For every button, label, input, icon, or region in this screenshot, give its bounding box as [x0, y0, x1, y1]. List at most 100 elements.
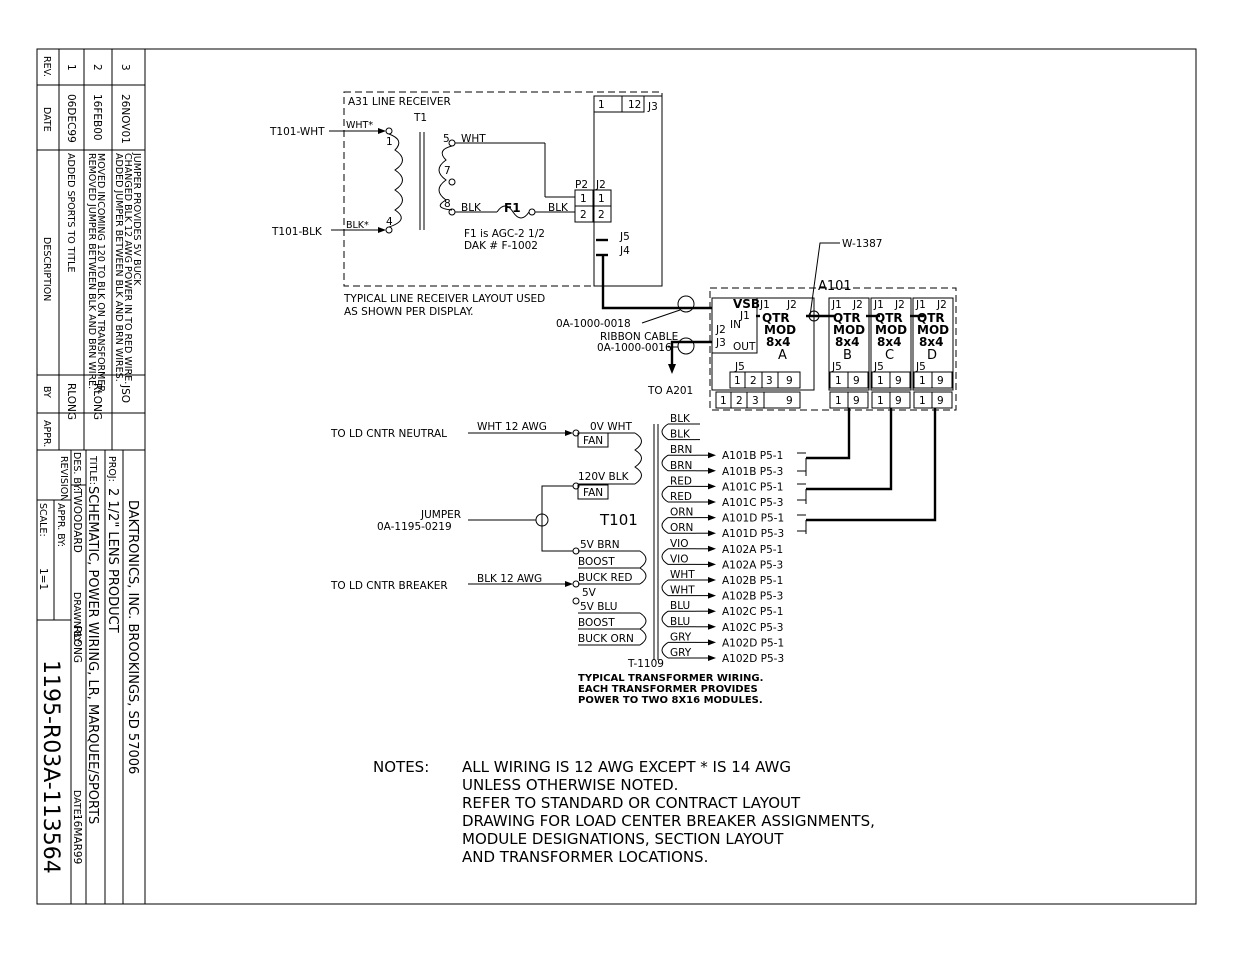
output-arrow [708, 452, 716, 459]
jumper-label: JUMPER [420, 509, 461, 521]
a-j5-pin-1: 1 [734, 375, 741, 387]
module-a-j1: J1 [759, 299, 770, 311]
module-b-size: 8x4 [835, 335, 859, 349]
transformer-note-1: TYPICAL TRANSFORMER WIRING. [578, 673, 763, 684]
rev-2-desc-2: MOVED INCOMING 120 TO BLK ON TRANSFORMER… [95, 153, 106, 395]
output-destination-label: A102B P5-1 [722, 575, 783, 587]
module-a-j5: J5 [734, 361, 745, 373]
rev-3-by: JSO [119, 384, 131, 403]
buck-orn: BUCK ORN [578, 633, 634, 645]
secondary-color-label: BRN [670, 444, 692, 456]
note-line-3: REFER TO STANDARD OR CONTRACT LAYOUT [462, 794, 801, 812]
buck-red: BUCK RED [578, 572, 632, 584]
t1-pin-8: 8 [444, 198, 451, 210]
v120-blk: 120V BLK [578, 471, 630, 483]
b-p5-pin-9: 9 [853, 395, 860, 407]
designer: TWOODARD [71, 488, 83, 553]
rev-header: REV. [41, 56, 52, 77]
secondary-color-label: RED [670, 475, 692, 487]
module-d-letter: D [927, 348, 937, 363]
a-p5-pin-9: 9 [786, 395, 793, 407]
rev-3-desc-1: ADDED JUMPER BETWEEN BLK AND BRN WIRES. [113, 153, 124, 382]
des-label: DES. BY: [71, 452, 82, 491]
note-line-1: ALL WIRING IS 12 AWG EXCEPT * IS 14 AWG [462, 758, 791, 776]
module-a-qtr: QTR [762, 311, 790, 325]
rev-3-number: 3 [119, 64, 131, 71]
p2-pin-2: 2 [580, 209, 587, 221]
description-header: DESCRIPTION [41, 237, 52, 301]
drawing-number: 1195-R03A-113564 [38, 660, 63, 874]
module-d-j1: J1 [915, 299, 926, 311]
w-1387-label: W-1387 [842, 238, 882, 250]
module-c-letter: C [885, 348, 894, 363]
rev-3-desc-3: JUMPER PROVIDES 5V BUCK [131, 152, 142, 286]
rev-2-desc-1: REMOVED JUMPER BETWEEN BLK AND BRN WIRE. [86, 153, 97, 389]
t1-pin-4: 4 [386, 216, 393, 228]
notes: NOTES: ALL WIRING IS 12 AWG EXCEPT * IS … [373, 758, 875, 866]
output-arrow [708, 623, 716, 630]
output-destination-label: A101D P5-1 [722, 513, 784, 525]
scale-value: 1=1 [37, 568, 49, 590]
secondary-coil [661, 579, 669, 597]
ribbon-cable-in [601, 255, 712, 310]
out-label: OUT [733, 341, 756, 353]
module-a-size: 8x4 [766, 335, 790, 349]
input-wht: T101-WHT [269, 126, 325, 138]
j3-pin-1: 1 [598, 99, 605, 111]
t1-secondary-coil [438, 145, 453, 211]
c-j5-pin-1: 1 [877, 375, 884, 387]
rev-1-number: 1 [65, 64, 77, 71]
drawing-border [36, 48, 1197, 905]
j3-pin-12: 12 [628, 99, 641, 111]
secondary-coil [661, 610, 669, 628]
output-destination-label: A102D P5-1 [722, 637, 784, 649]
a-j5-pin-2: 2 [750, 375, 757, 387]
j2-pin-1: 1 [598, 193, 605, 205]
p2-pin-1: 1 [580, 193, 587, 205]
secondary-color-label: BLK [670, 413, 691, 425]
secondary-color-label: RED [670, 491, 692, 503]
output-arrow [708, 514, 716, 521]
fuse-label: F1 [504, 201, 521, 215]
module-a-letter: A [778, 348, 787, 363]
out-j3: J3 [715, 337, 726, 349]
cable-0018: 0A-1000-0018 [556, 318, 631, 330]
secondary-color-label: ORN [670, 507, 693, 519]
module-b-mod: MOD [833, 323, 865, 337]
j2-label: J2 [595, 179, 606, 191]
fan-label-1: FAN [583, 435, 603, 447]
output-arrow [708, 577, 716, 583]
module-a-vsb-j1: J1 [739, 310, 750, 322]
secondary-color-label: GRY [670, 647, 692, 659]
a-p5-pin-1: 1 [720, 395, 727, 407]
a-p5-pin-3: 3 [752, 395, 759, 407]
rev-2-by: RLONG [91, 383, 103, 420]
date-header: DATE [41, 107, 52, 132]
secondary-coil [661, 485, 669, 503]
transformer-note-3: POWER TO TWO 8X16 MODULES. [578, 695, 763, 706]
module-d-qtr: QTR [917, 311, 945, 325]
project-name: 2 1/2" LENS PRODUCT [105, 488, 120, 633]
secondary-color-label: VIO [670, 553, 689, 565]
in-label: IN [730, 319, 741, 331]
layout-note-2: AS SHOWN PER DISPLAY. [344, 306, 473, 318]
output-arrow [708, 545, 716, 552]
a-p5-pin-2: 2 [736, 395, 743, 407]
c-p5-pin-9: 9 [895, 395, 902, 407]
sec-blk-2: BLK [548, 202, 569, 214]
module-a-j2: J2 [786, 299, 797, 311]
fuse-note-1: F1 is AGC-2 1/2 [464, 228, 545, 240]
zero-v-wht: 0V WHT [590, 421, 632, 433]
drawing-date: 16MAR99 [71, 814, 83, 864]
t1-pin-1: 1 [386, 136, 393, 148]
blk-12-awg: BLK 12 AWG [477, 573, 542, 585]
company-name: DAKTRONICS, INC. BROOKINGS, SD 57006 [125, 500, 140, 774]
b-j5-pin-1: 1 [835, 375, 842, 387]
c-j5-pin-9: 9 [895, 375, 902, 387]
drawn-label: DRAWN BY: [71, 592, 82, 645]
t101-primary-coil-1 [634, 432, 642, 485]
rev-3-desc-2: CHANGED BLK 12 AWG POWER IN TO RED WIRE. [122, 153, 133, 384]
in-j2: J2 [715, 324, 726, 336]
by-header: BY [41, 386, 52, 398]
a-j5-pin-3: 3 [766, 375, 773, 387]
